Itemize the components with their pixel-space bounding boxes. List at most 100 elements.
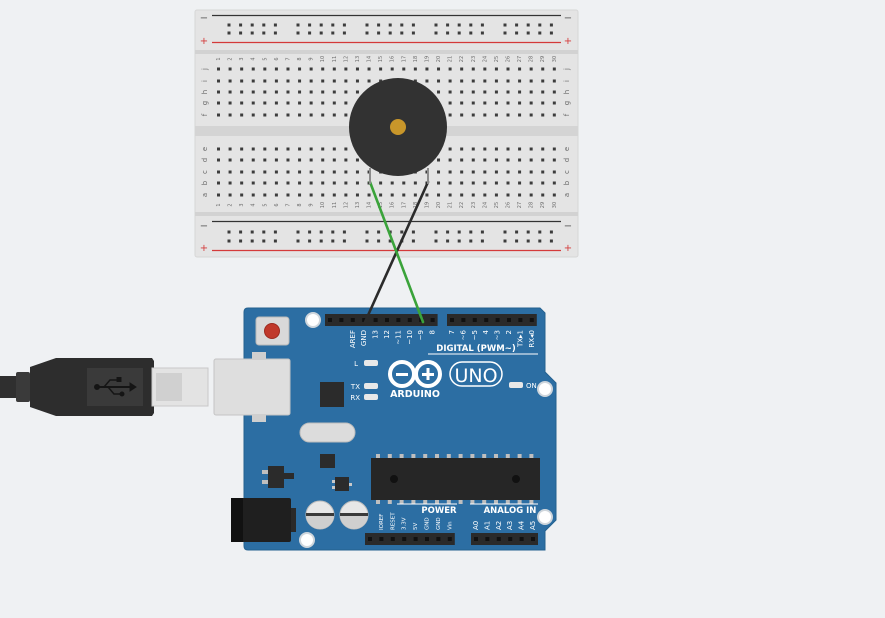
breadboard-hole[interactable] xyxy=(541,158,545,162)
rail-hole[interactable] xyxy=(239,31,243,35)
breadboard-hole[interactable] xyxy=(332,67,336,71)
breadboard-hole[interactable] xyxy=(506,158,510,162)
breadboard-hole[interactable] xyxy=(332,90,336,94)
breadboard-hole[interactable] xyxy=(529,79,533,83)
breadboard-hole[interactable] xyxy=(332,147,336,151)
breadboard-hole[interactable] xyxy=(228,101,232,105)
rail-hole[interactable] xyxy=(538,23,542,27)
breadboard-hole[interactable] xyxy=(541,181,545,185)
rail-hole[interactable] xyxy=(365,31,369,35)
breadboard-hole[interactable] xyxy=(321,79,325,83)
breadboard-hole[interactable] xyxy=(240,147,244,151)
rail-hole[interactable] xyxy=(296,31,300,35)
breadboard-hole[interactable] xyxy=(274,67,278,71)
rail-hole[interactable] xyxy=(411,239,415,243)
rail-hole[interactable] xyxy=(250,230,254,234)
digital-header-left-pin[interactable] xyxy=(385,318,389,322)
breadboard-hole[interactable] xyxy=(379,67,383,71)
breadboard-hole[interactable] xyxy=(228,113,232,117)
breadboard-hole[interactable] xyxy=(460,113,464,117)
rail-hole[interactable] xyxy=(377,23,381,27)
breadboard-hole[interactable] xyxy=(228,90,232,94)
breadboard-hole[interactable] xyxy=(298,67,302,71)
rail-hole[interactable] xyxy=(308,31,312,35)
breadboard-hole[interactable] xyxy=(379,79,383,83)
breadboard-hole[interactable] xyxy=(413,181,417,185)
breadboard-hole[interactable] xyxy=(460,147,464,151)
breadboard-hole[interactable] xyxy=(240,193,244,197)
breadboard-hole[interactable] xyxy=(274,193,278,197)
breadboard-hole[interactable] xyxy=(217,170,220,174)
rail-hole[interactable] xyxy=(400,23,404,27)
breadboard-hole[interactable] xyxy=(529,170,533,174)
analog-header-pin[interactable] xyxy=(496,537,501,541)
rail-hole[interactable] xyxy=(239,239,243,243)
rail-hole[interactable] xyxy=(227,23,231,27)
breadboard-hole[interactable] xyxy=(332,113,336,117)
breadboard-hole[interactable] xyxy=(321,193,325,197)
breadboard-hole[interactable] xyxy=(471,113,475,117)
breadboard-hole[interactable] xyxy=(506,79,510,83)
rail-hole[interactable] xyxy=(400,31,404,35)
breadboard-hole[interactable] xyxy=(263,90,267,94)
rail-hole[interactable] xyxy=(319,230,323,234)
breadboard-hole[interactable] xyxy=(251,158,255,162)
rail-hole[interactable] xyxy=(526,31,530,35)
rail-hole[interactable] xyxy=(388,239,392,243)
breadboard-hole[interactable] xyxy=(344,101,348,105)
breadboard-hole[interactable] xyxy=(529,147,533,151)
breadboard-hole[interactable] xyxy=(355,193,359,197)
breadboard-hole[interactable] xyxy=(344,158,348,162)
breadboard-hole[interactable] xyxy=(274,79,278,83)
breadboard-hole[interactable] xyxy=(448,170,452,174)
reset-button[interactable] xyxy=(255,316,290,346)
breadboard-hole[interactable] xyxy=(541,90,545,94)
breadboard-hole[interactable] xyxy=(471,181,475,185)
rail-hole[interactable] xyxy=(469,230,473,234)
breadboard-hole[interactable] xyxy=(483,147,487,151)
breadboard-hole[interactable] xyxy=(309,79,313,83)
breadboard-hole[interactable] xyxy=(460,181,464,185)
digital-header-right-pin[interactable] xyxy=(518,318,523,322)
breadboard-hole[interactable] xyxy=(541,113,545,117)
breadboard-hole[interactable] xyxy=(344,79,348,83)
breadboard-hole[interactable] xyxy=(506,90,510,94)
digital-header-left-pin[interactable] xyxy=(430,318,435,322)
rail-hole[interactable] xyxy=(388,23,392,27)
breadboard-hole[interactable] xyxy=(437,181,441,185)
breadboard-hole[interactable] xyxy=(425,67,429,71)
breadboard-hole[interactable] xyxy=(286,170,290,174)
breadboard-hole[interactable] xyxy=(529,181,533,185)
rail-hole[interactable] xyxy=(400,230,404,234)
rail-hole[interactable] xyxy=(319,23,323,27)
rail-hole[interactable] xyxy=(446,230,450,234)
breadboard-hole[interactable] xyxy=(541,79,545,83)
rail-hole[interactable] xyxy=(342,230,346,234)
breadboard-hole[interactable] xyxy=(240,67,244,71)
breadboard-hole[interactable] xyxy=(529,158,533,162)
power-header-pin[interactable] xyxy=(447,537,452,541)
rail-hole[interactable] xyxy=(227,31,231,35)
rail-hole[interactable] xyxy=(469,239,473,243)
breadboard-hole[interactable] xyxy=(541,170,545,174)
breadboard-hole[interactable] xyxy=(344,193,348,197)
breadboard-hole[interactable] xyxy=(483,158,487,162)
breadboard-hole[interactable] xyxy=(332,170,336,174)
breadboard-hole[interactable] xyxy=(263,67,267,71)
breadboard-hole[interactable] xyxy=(251,90,255,94)
breadboard-hole[interactable] xyxy=(240,79,244,83)
rail-hole[interactable] xyxy=(549,239,553,243)
breadboard-hole[interactable] xyxy=(240,90,244,94)
breadboard-hole[interactable] xyxy=(483,181,487,185)
breadboard-hole[interactable] xyxy=(506,67,510,71)
breadboard-hole[interactable] xyxy=(483,193,487,197)
rail-hole[interactable] xyxy=(434,239,438,243)
breadboard-hole[interactable] xyxy=(344,181,348,185)
breadboard-hole[interactable] xyxy=(321,158,325,162)
breadboard-hole[interactable] xyxy=(217,193,220,197)
breadboard-hole[interactable] xyxy=(309,170,313,174)
rail-hole[interactable] xyxy=(434,230,438,234)
breadboard-hole[interactable] xyxy=(251,113,255,117)
rail-hole[interactable] xyxy=(526,239,530,243)
breadboard-hole[interactable] xyxy=(355,158,359,162)
